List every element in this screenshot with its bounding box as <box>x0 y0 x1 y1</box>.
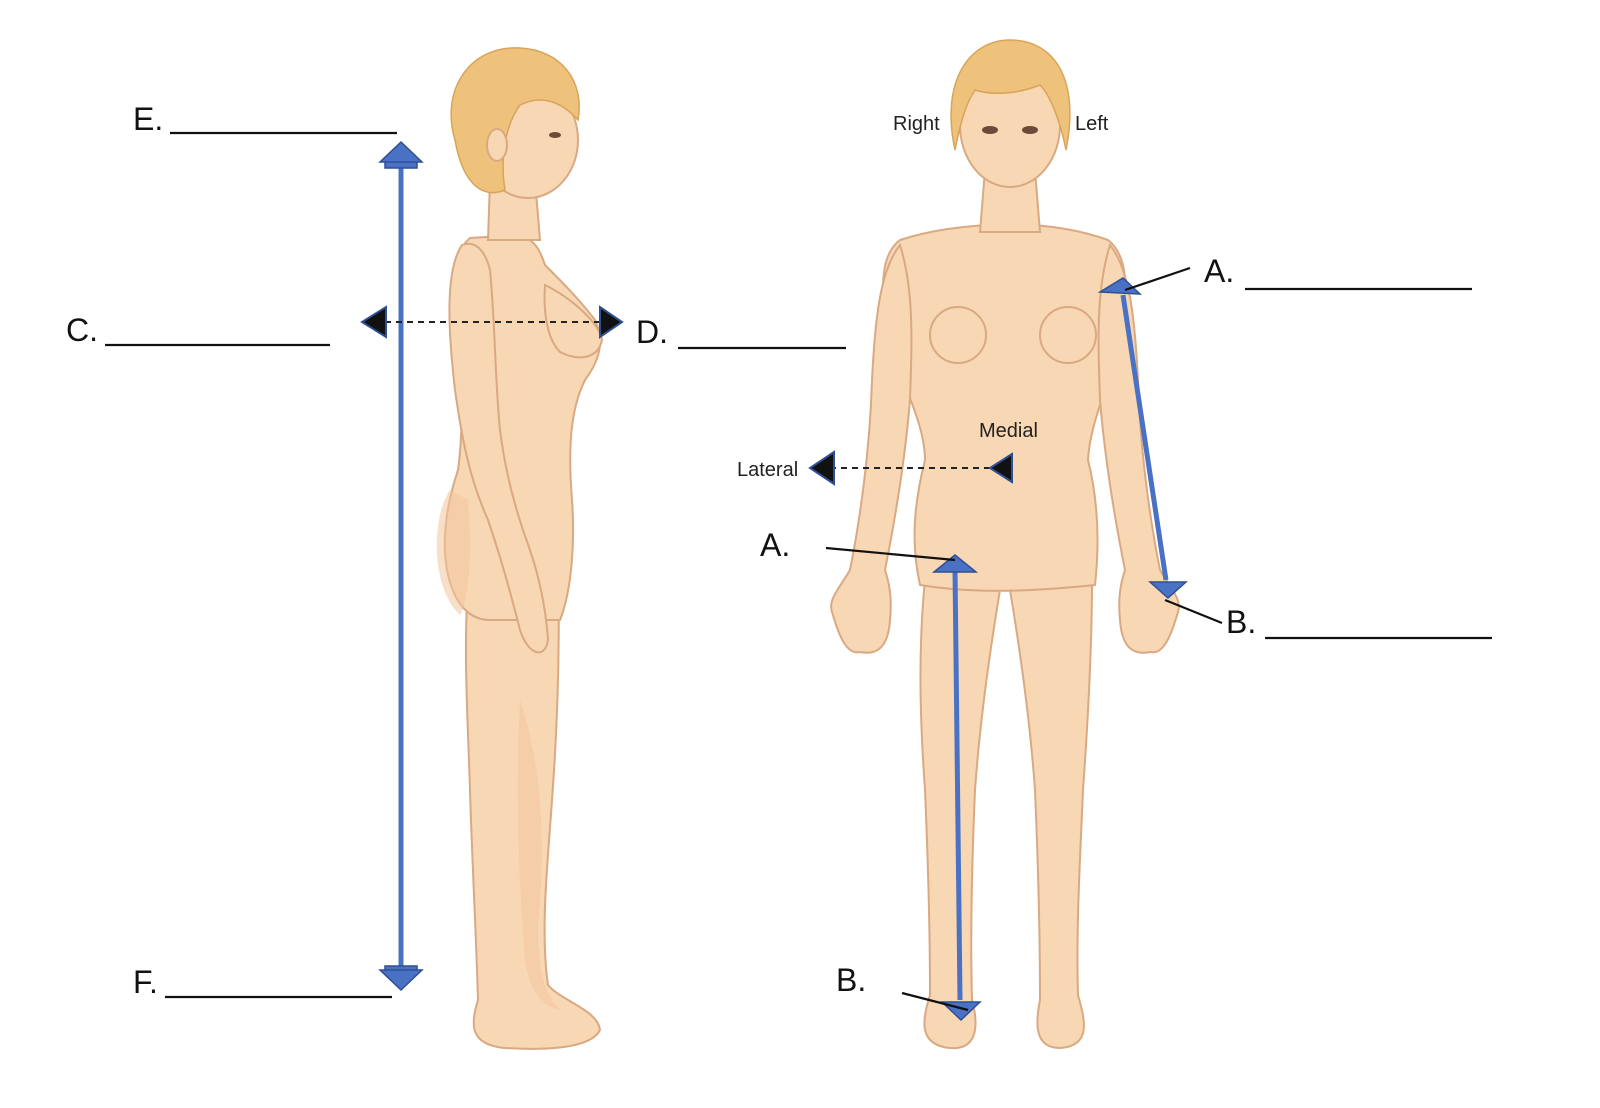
arm-proximal-distal-arrow-icon <box>1097 277 1188 600</box>
label-d: D. <box>636 314 668 350</box>
blank-lines <box>105 131 1492 999</box>
label-a-arm: A. <box>1204 253 1234 289</box>
label-b-leg: B. <box>836 962 866 998</box>
anterior-posterior-arrow-icon <box>360 305 624 339</box>
label-a-leg: A. <box>760 527 790 563</box>
lateral-arrow-icon <box>808 450 1013 486</box>
label-b-arm: B. <box>1226 604 1256 640</box>
leader-lines <box>825 266 1223 1012</box>
label-c: C. <box>66 312 98 348</box>
label-right: Right <box>893 113 940 135</box>
side-view-figure <box>436 47 604 1050</box>
label-e: E. <box>133 101 163 137</box>
label-left: Left <box>1075 113 1109 135</box>
vertical-axis-arrow-icon <box>378 140 424 992</box>
front-view-figure <box>830 39 1180 1050</box>
label-f: F. <box>133 964 158 1000</box>
label-medial: Medial <box>979 420 1038 442</box>
label-lateral: Lateral <box>737 459 798 481</box>
